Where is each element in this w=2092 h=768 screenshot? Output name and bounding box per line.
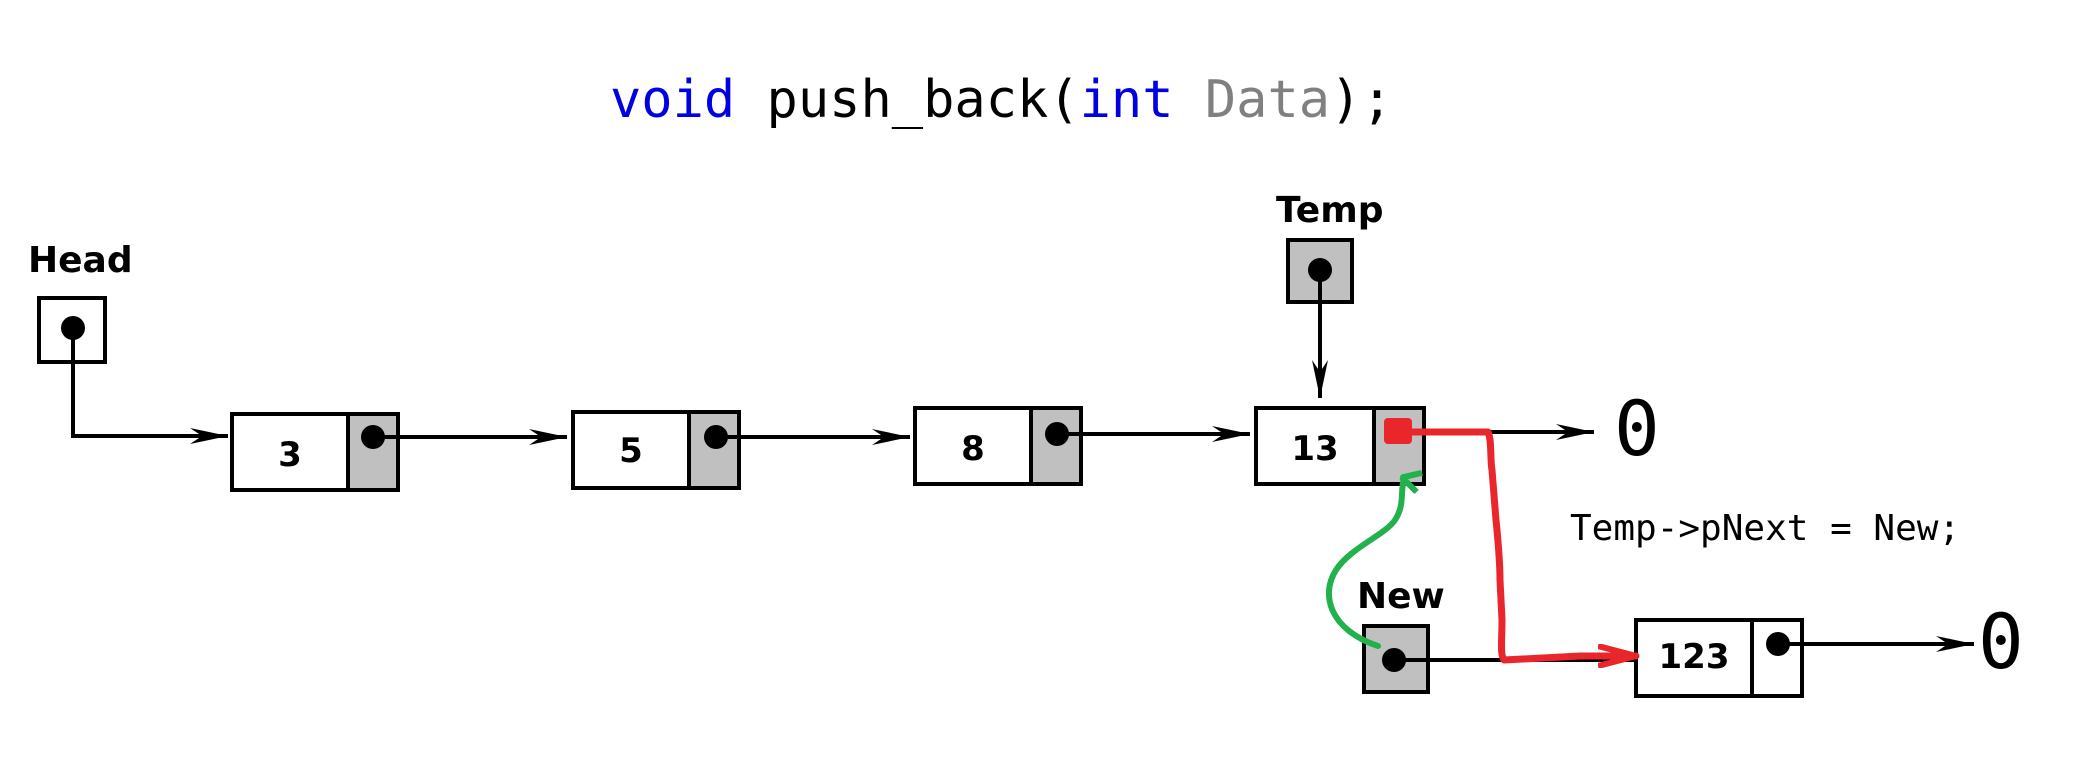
node-next-box: [687, 410, 741, 490]
new-label: New: [1357, 576, 1445, 617]
list-node: 8: [913, 406, 1083, 486]
node-value: 3: [278, 435, 302, 475]
function-signature: void push_back(int Data);: [610, 70, 1393, 130]
red-redirect-arrow: [1392, 428, 1640, 660]
null-value: 0: [1614, 384, 1660, 473]
new-list-node: 123: [1634, 618, 1804, 698]
temp-label: Temp: [1276, 190, 1383, 231]
list-node: 13: [1254, 406, 1426, 486]
list-node: 5: [571, 410, 741, 490]
node-value: 13: [1291, 429, 1338, 469]
head-arrow: [71, 328, 228, 444]
head-label: Head: [28, 240, 133, 281]
list-node: 3: [230, 412, 400, 492]
node-value: 8: [961, 429, 985, 469]
assignment-code: Temp->pNext = New;: [1570, 508, 1960, 549]
node-next-box: [1029, 406, 1083, 486]
node-next-box: [1750, 618, 1804, 698]
null-value: 0: [1978, 597, 2024, 686]
node-data-box: [230, 412, 350, 492]
node-value: 5: [619, 431, 643, 471]
green-link-arrow: [1325, 478, 1404, 649]
node-value: 123: [1659, 637, 1730, 677]
